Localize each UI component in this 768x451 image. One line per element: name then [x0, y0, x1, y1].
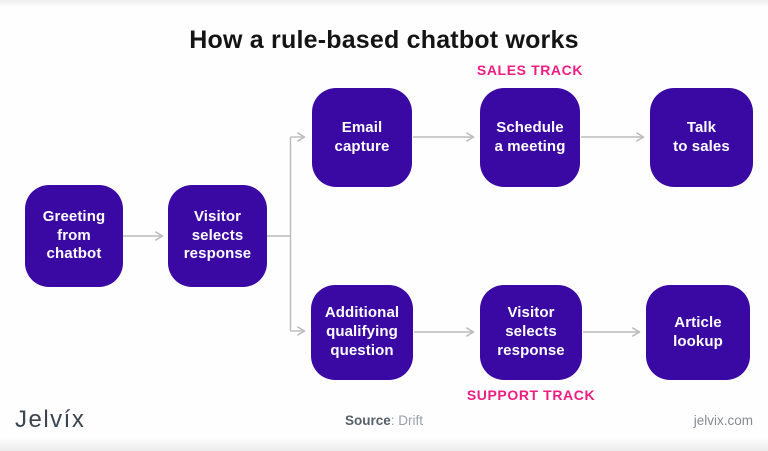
sales-track-label: SALES TRACK — [476, 62, 584, 78]
support-track-label: SUPPORT TRACK — [466, 387, 596, 403]
flow-node-greeting: Greeting from chatbot — [25, 185, 123, 287]
branch-split-line — [267, 137, 292, 331]
flow-node-visitor-selects-2: Visitor selects response — [480, 285, 582, 380]
source-credit: Source: Drift — [0, 413, 768, 428]
flow-node-article-lookup: Article lookup — [646, 285, 750, 380]
source-value: : Drift — [390, 413, 424, 428]
jelvix-logo: Jelvíx — [15, 406, 86, 433]
flow-node-label: Schedule a meeting — [494, 118, 566, 155]
flow-node-additional-question: Additional qualifying question — [311, 285, 413, 380]
flow-node-label: Greeting from chatbot — [42, 207, 106, 263]
flow-node-label: Email capture — [334, 118, 390, 155]
top-edge-shading — [0, 0, 768, 7]
flow-node-label: Visitor selects response — [497, 304, 565, 359]
flow-node-email-capture: Email capture — [312, 88, 412, 187]
website-url: jelvix.com — [693, 413, 753, 428]
flow-node-label: Additional qualifying question — [324, 304, 400, 359]
flow-node-visitor-selects-1: Visitor selects response — [168, 185, 267, 287]
flow-node-talk-to-sales: Talk to sales — [650, 88, 753, 187]
bottom-edge-shading — [0, 438, 768, 451]
flow-node-label: Article lookup — [673, 313, 723, 350]
flow-node-label: Visitor selects response — [183, 207, 252, 263]
diagram-title: How a rule-based chatbot works — [189, 26, 579, 54]
flow-node-label: Talk to sales — [673, 118, 730, 155]
source-label: Source — [344, 413, 391, 428]
flow-node-schedule-meeting: Schedule a meeting — [480, 88, 580, 187]
